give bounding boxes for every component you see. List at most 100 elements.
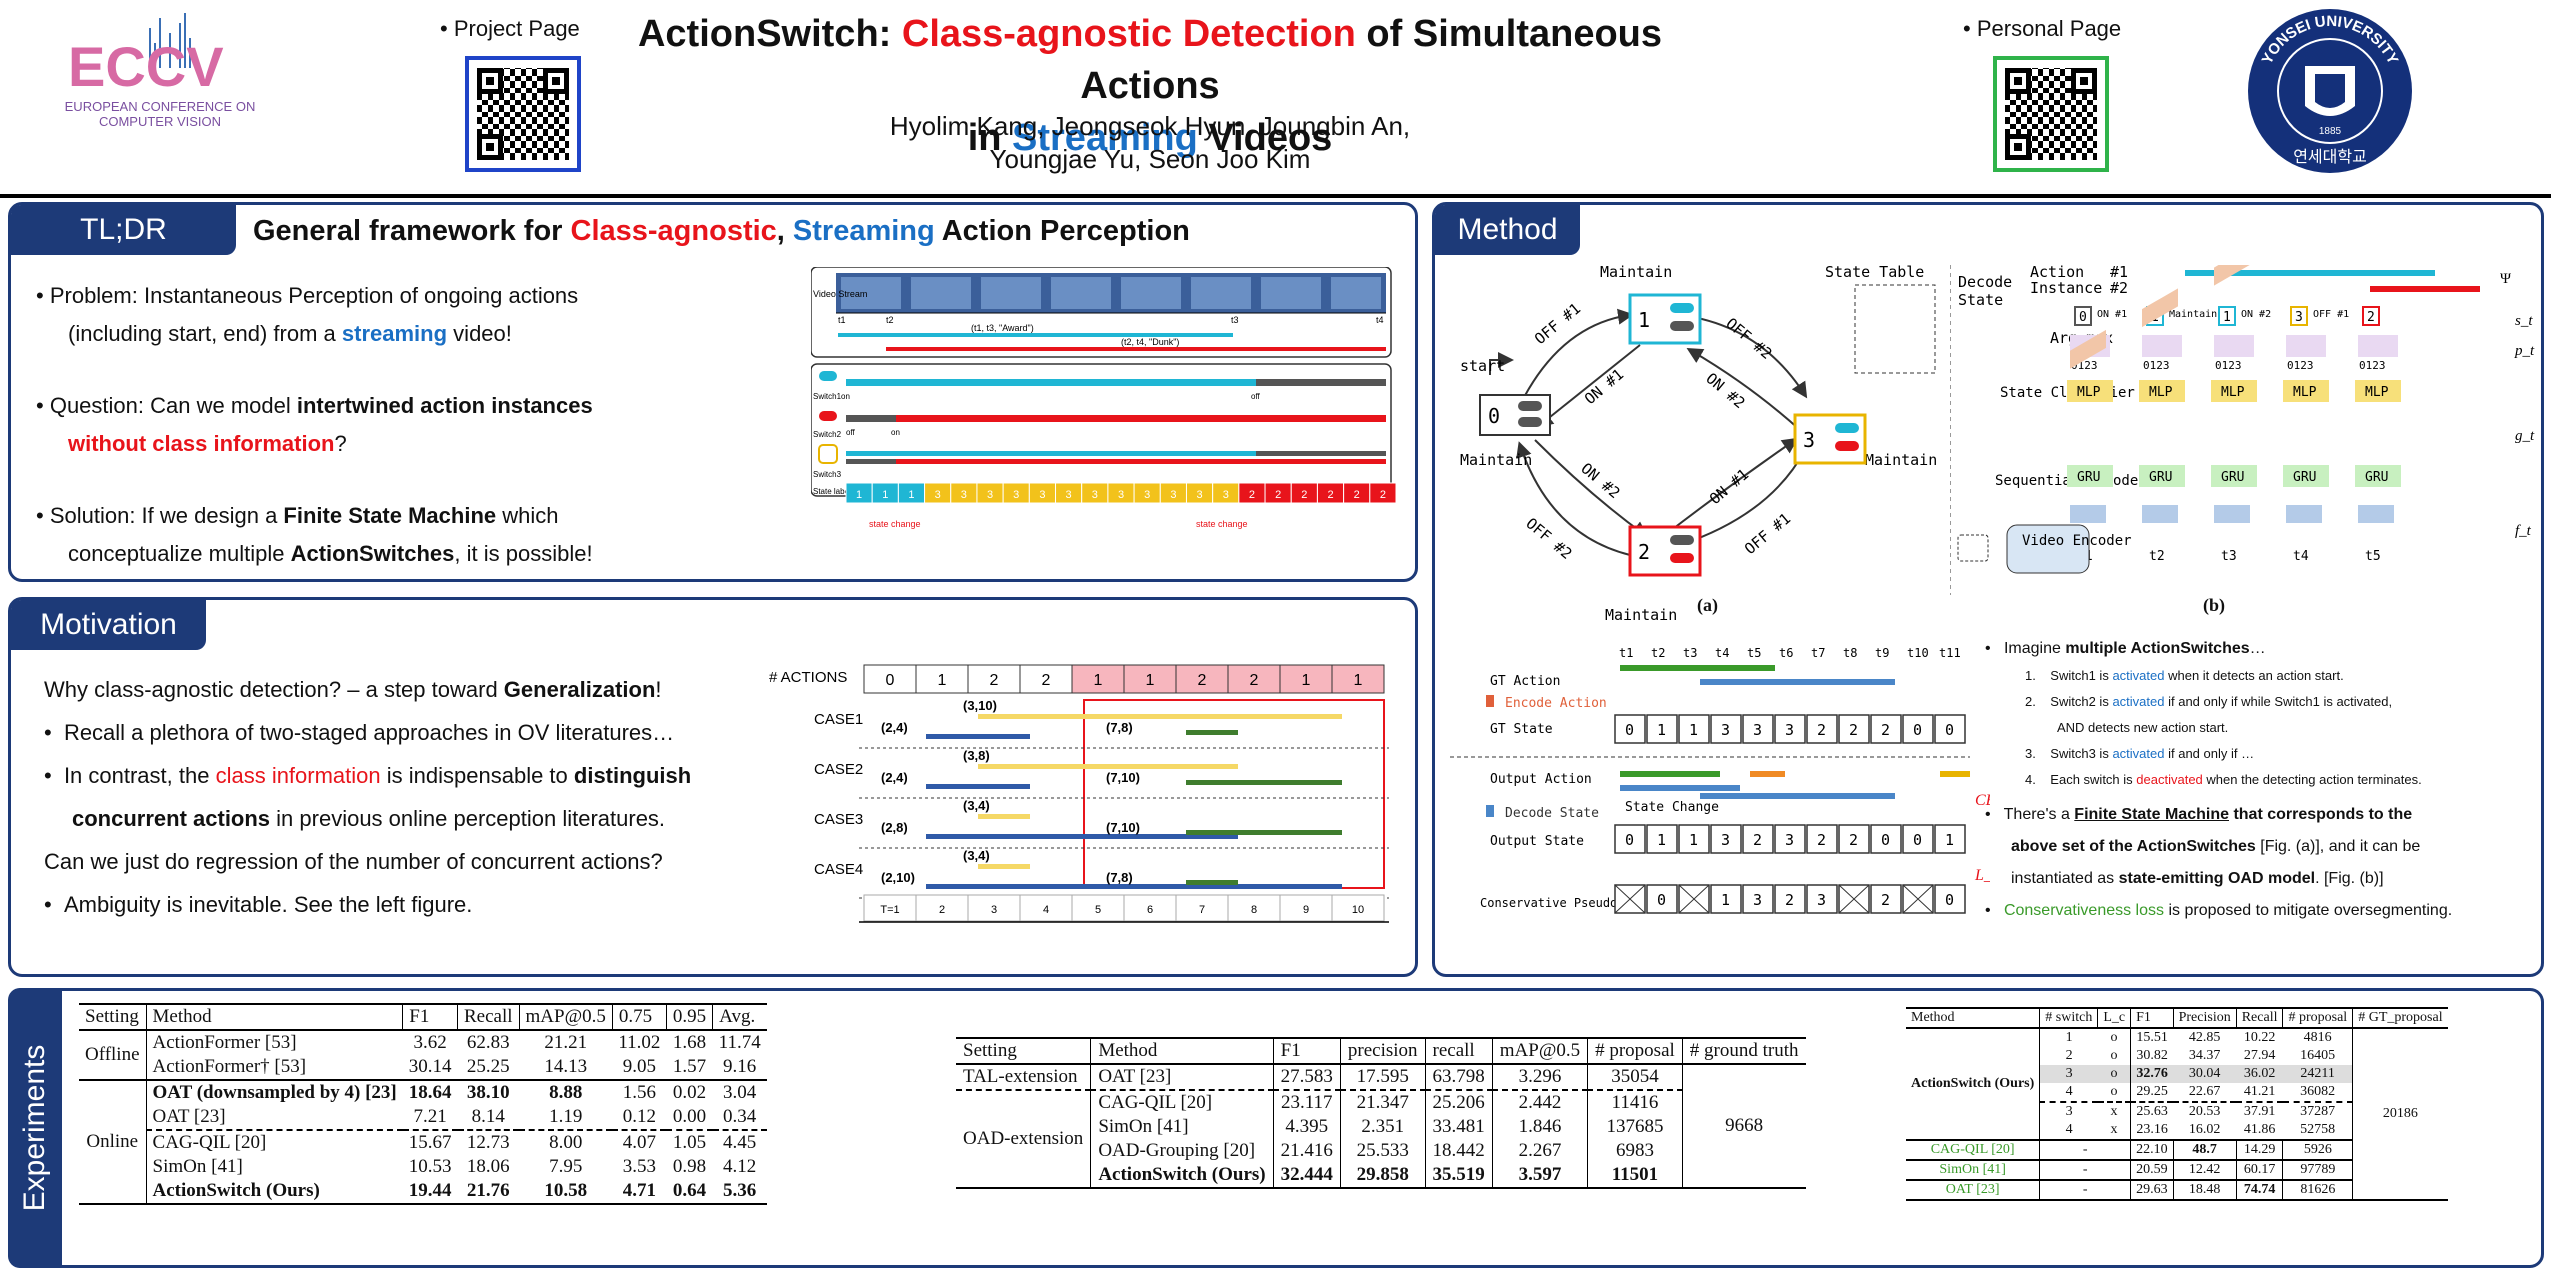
video-frames: [836, 273, 1386, 313]
ce-cell: [1710, 824, 1742, 854]
table-cell: mAP@0.5: [518, 1004, 613, 1030]
table-cell: 11.74: [718, 1032, 761, 1053]
instance-label: Instance: [2030, 279, 2102, 297]
table-cell: 1.56: [622, 1082, 656, 1103]
case-bar-b: [926, 834, 1238, 839]
gru-box: [2283, 465, 2329, 487]
table-cell: 14.29: [2235, 1140, 2283, 1160]
count-value: 1: [1146, 672, 1155, 689]
oad-time: t5: [2365, 549, 2381, 564]
table-cell: 97789: [2282, 1160, 2353, 1180]
table-cell: # switch: [2039, 1008, 2098, 1028]
table-cell: Online: [86, 1131, 139, 1152]
table-cell: 18.442: [1424, 1139, 1493, 1163]
table-cell: 9.16: [723, 1056, 757, 1077]
ce-cross-icon: [1838, 884, 1870, 914]
ce-value: 2: [1785, 891, 1794, 909]
edge-off1-a: OFF #1: [1531, 299, 1584, 348]
case-bar-c: [1186, 830, 1342, 835]
count-value: 2: [990, 672, 999, 689]
state-cell-text: 2: [1327, 489, 1333, 501]
table-cell: 1.846: [1491, 1115, 1588, 1139]
oad-state-box: [2218, 306, 2236, 326]
count-value: 2: [1198, 672, 1207, 689]
ce-value: 2: [1753, 831, 1762, 849]
table-cell: o: [2110, 1048, 2118, 1063]
time-value: 8: [1251, 904, 1257, 916]
table-cell: 3.296: [1491, 1064, 1588, 1090]
ce-value: 1: [1657, 831, 1666, 849]
oad-time: t3: [2221, 549, 2237, 564]
table-cell: 21.21: [544, 1032, 588, 1053]
mlp-label: MLP: [2293, 385, 2317, 400]
table-cell: x: [2110, 1122, 2118, 1137]
action-n1: #1: [2110, 265, 2128, 281]
ce-cell: [1838, 824, 1870, 854]
table-cell: 10.58: [544, 1180, 588, 1201]
ce-time: t1: [1619, 646, 1633, 660]
decode-label: Decode: [1958, 273, 2012, 291]
table-cell: ActionFormer† [53]: [145, 1055, 403, 1080]
svg-text:2: 2: [1638, 540, 1650, 564]
table-cell: F1: [2130, 1008, 2174, 1028]
personal-qr[interactable]: [1993, 56, 2109, 172]
mlp-box: [2355, 380, 2401, 402]
table-cell: 63.798: [1424, 1064, 1493, 1090]
table-cell: 9.05: [622, 1056, 656, 1077]
ce-value: 1: [1945, 831, 1954, 849]
table-cell: 11.02: [618, 1032, 661, 1053]
table-cell: 23.117: [1272, 1090, 1341, 1115]
count-value: 2: [1042, 672, 1051, 689]
table-cell: SimOn [41]: [1090, 1115, 1274, 1139]
state-cell-text: 3: [1039, 489, 1045, 501]
table-cell: Recall: [2235, 1008, 2283, 1028]
table-cell: 23.16: [2130, 1121, 2174, 1140]
oad-state-value: 1: [2223, 310, 2231, 325]
table-cell: 5926: [2282, 1140, 2353, 1160]
svg-text:ECCV: ECCV: [68, 35, 224, 98]
ft-label: f_t: [2515, 523, 2532, 539]
table-cell: TAL-extension: [963, 1066, 1078, 1087]
prob-digits: 0123: [2287, 359, 2314, 372]
ce-time: t8: [1843, 646, 1857, 660]
ce-value: 3: [1721, 721, 1730, 739]
ce-cell: [1614, 824, 1646, 854]
state-table: [1854, 284, 1936, 374]
table-cell: 12.73: [466, 1132, 510, 1153]
output-state-label: Output State: [1490, 834, 1584, 849]
table-cell: 25.533: [1339, 1139, 1426, 1163]
time-cell: [1071, 894, 1125, 922]
table-cell: 12.42: [2172, 1160, 2237, 1180]
tldr-bullets: • Problem: Instantaneous Perception of o…: [36, 283, 593, 566]
ce-time: t4: [1715, 646, 1729, 660]
count-cell: [1331, 664, 1385, 694]
time-value: 2: [939, 904, 945, 916]
table-cell: Avg.: [712, 1004, 767, 1030]
table-cell: OAT [23]: [1945, 1182, 2000, 1197]
gt-feature: [2070, 329, 2106, 369]
ce-cell: [1774, 884, 1806, 914]
ce-time: t7: [1811, 646, 1825, 660]
case-bar-a: [978, 764, 1238, 769]
state-cell-text: 2: [1380, 489, 1386, 501]
count-value: 1: [1094, 672, 1103, 689]
time-value: 10: [1352, 904, 1364, 916]
ce-cell: [1806, 714, 1838, 744]
prob-digits: 0123: [2359, 359, 2386, 372]
ce-cell: [1870, 824, 1902, 854]
table-cell: 2: [2039, 1047, 2098, 1065]
ce-cell: [1678, 714, 1710, 744]
ce-value: 1: [1721, 891, 1730, 909]
switch2-on: on: [891, 428, 900, 437]
ce-cell: [1774, 824, 1806, 854]
table-cell: # GT_proposal: [2352, 1008, 2448, 1028]
project-qr[interactable]: [465, 56, 581, 172]
count-cell: [863, 664, 917, 694]
state-cell: [1369, 482, 1397, 504]
method-bullets: • Imagine multiple ActionSwitches… 1. Sw…: [1985, 640, 2453, 919]
